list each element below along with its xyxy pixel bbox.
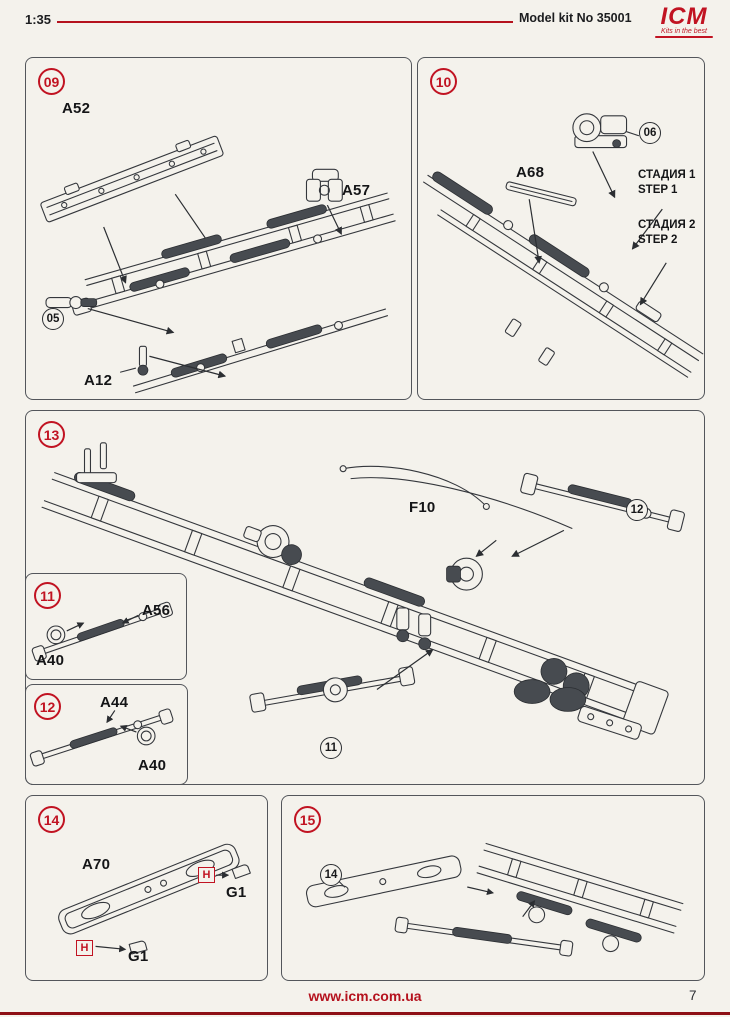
- stage-2-en: STEP 2: [638, 233, 678, 246]
- part-label-a12: A12: [84, 372, 113, 389]
- part-label-a57: A57: [342, 182, 371, 199]
- stage-1-label: СТАДИЯ 1 STEP 1: [638, 168, 695, 198]
- part-label-a56: A56: [142, 602, 171, 619]
- step-14-drawing: [58, 843, 251, 955]
- step-12-drawing: [29, 708, 174, 767]
- step-15-badge: 15: [294, 806, 321, 833]
- step-09-panel: 09 A52 A57 05 A12: [25, 57, 412, 400]
- part-label-a52: A52: [62, 100, 91, 117]
- brand-tagline: Kits in the best: [661, 28, 707, 35]
- part-label-a68: A68: [516, 164, 545, 181]
- brand-text: ICM: [660, 3, 708, 30]
- part-label-a44: A44: [100, 694, 129, 711]
- step-15-panel: 15 14: [281, 795, 705, 981]
- footer-rule: [0, 1012, 730, 1015]
- step-11-panel: 11 A56 A40: [25, 573, 187, 680]
- part-ref-05: 05: [42, 308, 64, 330]
- step-14-badge: 14: [38, 806, 65, 833]
- part-label-f10: F10: [409, 499, 436, 516]
- scale-label: 1:35: [25, 12, 52, 27]
- step-11-drawing: [31, 601, 173, 662]
- fit-marker-h-2: H: [76, 940, 93, 956]
- step-09-drawing: [40, 135, 396, 394]
- stage-1-ru: СТАДИЯ 1: [638, 169, 696, 181]
- part-label-a40-2: A40: [138, 757, 167, 774]
- part-label-g1-2: G1: [128, 948, 149, 965]
- stage-1-en: STEP 1: [638, 183, 678, 196]
- step-12-badge: 12: [34, 693, 61, 720]
- page-number: 7: [689, 988, 697, 1003]
- header-rule: [57, 21, 513, 23]
- step-13-badge: 13: [38, 421, 65, 448]
- stage-2-label: СТАДИЯ 2 STEP 2: [638, 218, 695, 248]
- kit-number: Model kit No 35001: [519, 11, 632, 25]
- website-url: www.icm.com.ua: [308, 988, 422, 1004]
- step-09-badge: 09: [38, 68, 65, 95]
- step-14-panel: 14 A70 H G1 H G1: [25, 795, 268, 981]
- stage-2-ru: СТАДИЯ 2: [638, 219, 696, 231]
- part-label-a70: A70: [82, 856, 111, 873]
- step-10-panel: 10 06 A68 СТАДИЯ 1 STEP 1 СТАДИЯ 2 STEP …: [417, 57, 705, 400]
- step-12-panel: 12 A44 A40: [25, 684, 188, 785]
- subassembly-ref-14: 14: [320, 864, 342, 886]
- fit-marker-h-1: H: [198, 867, 215, 883]
- step-11-badge: 11: [34, 582, 61, 609]
- part-label-g1-1: G1: [226, 884, 247, 901]
- part-label-a40: A40: [36, 652, 65, 669]
- step-13-drawing: [41, 442, 685, 740]
- logo-underline: [655, 36, 713, 38]
- subassembly-ref-12: 12: [626, 499, 648, 521]
- step-10-drawing: [423, 113, 704, 378]
- icm-logo: ICM Kits in the best: [655, 3, 713, 38]
- step-10-badge: 10: [430, 68, 457, 95]
- step-13-panel: 13 F10 12 11: [25, 410, 705, 785]
- part-ref-06: 06: [639, 122, 661, 144]
- subassembly-ref-11: 11: [320, 737, 342, 759]
- step-15-drawing: [305, 842, 684, 957]
